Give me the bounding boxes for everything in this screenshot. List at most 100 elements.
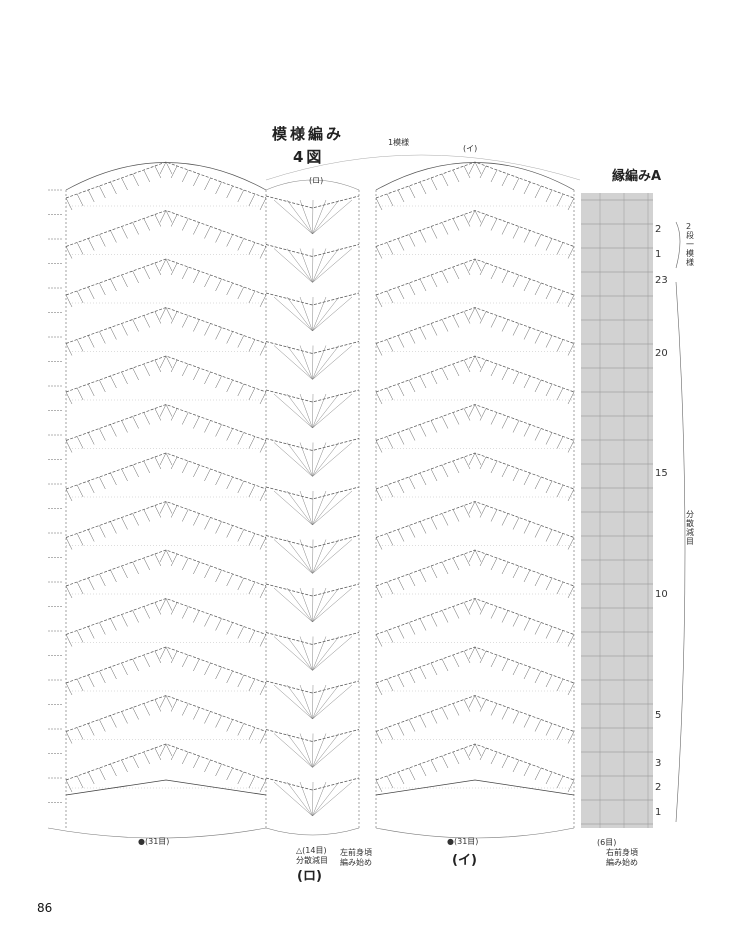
stitch-mark — [512, 759, 520, 773]
stitch-mark — [375, 731, 383, 744]
stitch-mark — [534, 525, 542, 538]
stitch-mark — [170, 602, 178, 615]
stitch-mark — [441, 270, 449, 284]
center-stitch — [312, 345, 314, 380]
stitch-mark — [159, 743, 167, 757]
center-chain — [265, 438, 360, 451]
stitch-mark — [65, 682, 73, 696]
stitch-mark — [237, 577, 245, 591]
stitch-mark — [479, 311, 487, 324]
left-front-label: 左前身頃 — [340, 848, 372, 857]
stitch-mark — [386, 581, 394, 595]
stitch-mark — [397, 626, 405, 639]
stitch-mark — [193, 755, 200, 769]
stitch-mark — [523, 181, 531, 195]
stitch-mark — [512, 517, 520, 530]
stitch-mark — [159, 598, 167, 611]
stitch-mark — [215, 666, 222, 680]
stitch-mark — [523, 230, 531, 243]
stitch-mark — [419, 521, 427, 534]
stitch-mark — [556, 290, 564, 304]
stitch-mark — [165, 210, 173, 223]
stitch-mark — [463, 165, 471, 179]
stitch-mark — [204, 371, 211, 385]
stitch-mark — [110, 521, 117, 534]
stitch-mark — [65, 440, 73, 453]
center-stitch — [312, 733, 314, 768]
center-stitch — [286, 781, 313, 817]
stitch-mark — [226, 476, 233, 490]
stitch-mark — [408, 282, 416, 296]
stitch-mark — [165, 161, 173, 175]
stitch-mark — [490, 266, 498, 280]
stitch-mark — [132, 416, 139, 429]
stitch-mark — [545, 771, 553, 785]
stitch-mark — [87, 238, 95, 251]
stitch-mark — [143, 654, 151, 668]
stitch-mark — [419, 181, 427, 195]
stitch-mark — [226, 719, 233, 732]
stitch-mark — [110, 278, 117, 292]
stitch-mark — [556, 242, 564, 255]
stitch-mark — [468, 452, 476, 466]
stitch-mark — [121, 323, 128, 336]
center-chain — [265, 583, 360, 597]
stitch-mark — [556, 533, 564, 546]
stitch-mark — [468, 404, 476, 417]
stitch-mark — [121, 226, 128, 239]
stitch-mark — [397, 480, 405, 494]
stitch-mark — [534, 767, 542, 781]
center-stitch — [312, 781, 340, 817]
stitch-mark — [76, 339, 84, 352]
stitch-mark — [375, 537, 383, 550]
stitch-mark — [419, 472, 427, 486]
center-stitch — [312, 199, 340, 235]
stitch-mark — [259, 779, 267, 793]
two-row-repeat-label: 2段一模様 — [686, 222, 694, 267]
center-stitch — [273, 781, 313, 817]
edge-pattern-title: 縁編みA — [612, 169, 662, 184]
stitch-mark — [567, 585, 575, 599]
stitch-mark — [490, 509, 498, 522]
stitch-mark — [534, 670, 542, 684]
stitch-mark — [545, 286, 553, 300]
stitch-mark — [132, 222, 139, 235]
stitch-mark — [65, 197, 73, 211]
center-chain — [265, 244, 360, 257]
stitch-mark — [76, 727, 84, 740]
stitch-mark — [65, 634, 73, 647]
stitch-mark — [76, 581, 84, 595]
chevron-chain — [65, 743, 267, 781]
stitch-mark — [452, 460, 460, 474]
stitch-mark — [110, 666, 117, 680]
stitch-mark — [132, 270, 139, 284]
stitch-mark — [523, 424, 531, 437]
stitch-mark — [159, 404, 167, 417]
stitch-mark — [87, 335, 95, 348]
stitch-mark — [215, 521, 222, 534]
stitch-mark — [441, 222, 449, 235]
stitch-mark — [419, 569, 427, 583]
chevron-chain — [375, 161, 575, 199]
stitch-mark — [556, 775, 564, 789]
stitch-mark — [143, 509, 151, 522]
center-stitch — [312, 587, 353, 623]
bottom-bracket-center — [265, 827, 360, 836]
stitch-mark — [441, 319, 449, 332]
stitch-mark — [132, 513, 139, 526]
stitch-mark — [181, 315, 189, 328]
stitch-mark — [215, 181, 222, 195]
stitch-mark — [386, 193, 394, 207]
stitch-mark — [165, 646, 173, 660]
stitch-mark — [452, 751, 460, 765]
stitch-mark — [386, 290, 394, 304]
stitch-mark — [534, 234, 542, 247]
stitch-mark — [441, 658, 449, 672]
stitch-mark — [143, 315, 151, 328]
stitch-mark — [226, 234, 233, 247]
stitch-mark — [408, 670, 416, 684]
stitch-mark — [386, 484, 394, 498]
right-front-start-label: 編み始め — [606, 858, 638, 867]
stitch-mark — [512, 614, 520, 627]
